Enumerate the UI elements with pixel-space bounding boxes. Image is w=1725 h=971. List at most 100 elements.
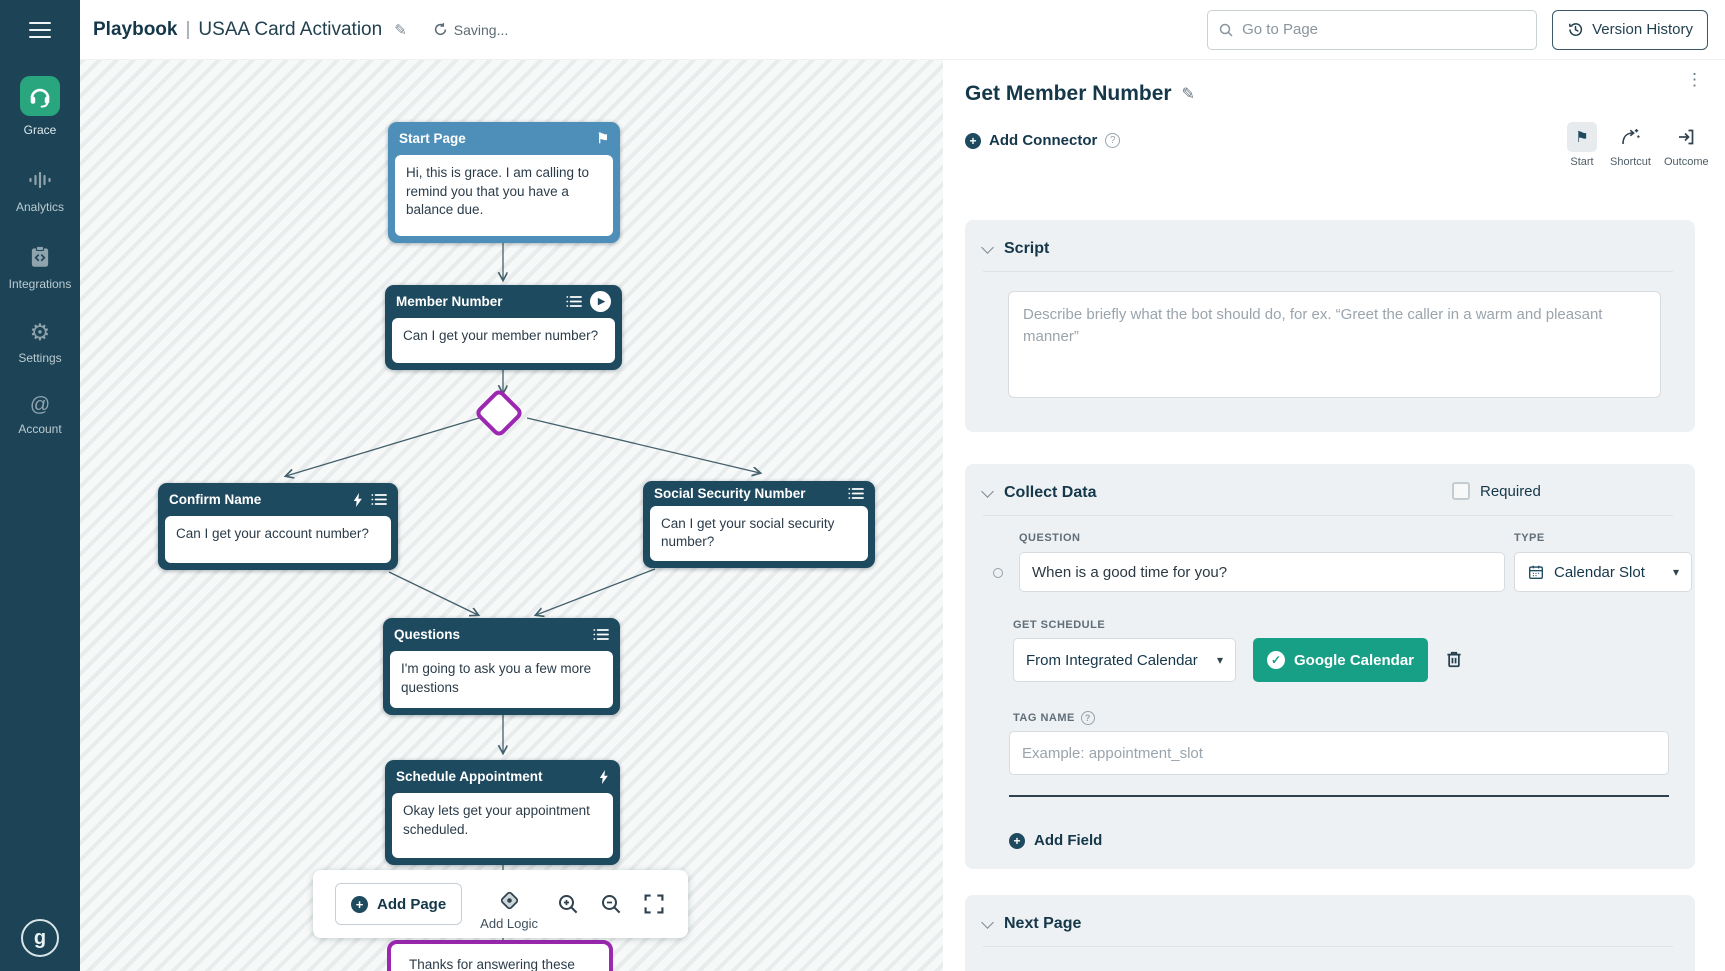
next-page-section: Next Page [965,895,1695,971]
trash-icon[interactable] [1443,648,1465,670]
node-schedule-appointment[interactable]: Schedule Appointment Okay lets get your … [385,760,620,865]
caret-down-icon: ▾ [1672,565,1679,579]
edit-title-icon[interactable]: ✎ [394,21,407,39]
search-icon [1218,22,1234,38]
sidebar-item-settings[interactable]: ⚙ Settings [18,319,62,366]
zoom-in-button[interactable] [556,892,581,917]
sidebar-item-label: Settings [18,351,62,365]
top-bar-right: Version History [1207,9,1708,50]
node-header: Confirm Name [158,483,398,516]
title-separator: | [185,18,191,40]
help-icon[interactable]: ? [1080,711,1095,725]
google-calendar-label: Google Calendar [1293,651,1415,669]
add-page-button[interactable]: + Add Page [335,883,463,925]
node-social-security-number[interactable]: Social Security Number Can I get your so… [643,481,875,568]
check-circle-icon: ✓ [1266,651,1285,669]
tag-name-input[interactable] [1009,731,1669,775]
node-header: Questions [383,618,620,651]
node-title: Start Page [399,131,466,146]
plus-glyph: + [969,133,977,148]
question-input[interactable] [1019,552,1505,592]
node-start-page[interactable]: Start Page ⚑ Hi, this is grace. I am cal… [388,122,620,243]
help-icon[interactable]: ? [1105,133,1121,148]
node-script-text: Hi, this is grace. I am calling to remin… [395,155,613,236]
sidebar-item-label: Integrations [8,277,72,291]
check-glyph: ✓ [1270,653,1282,667]
canvas-toolbar: + Add Page Add Logic [313,870,688,938]
playlist-icon [371,493,387,506]
gear-icon: ⚙ [29,319,51,345]
node-script-text: Okay lets get your appointment scheduled… [392,793,613,858]
script-section: Script [965,220,1695,432]
sidebar-item-label: Grace [23,123,57,137]
node-questions[interactable]: Questions I'm going to ask you a few mor… [383,618,620,715]
node-script-text: Can I get your member number? [392,318,615,363]
grace-tile [20,76,60,116]
add-page-label: Add Page [377,895,447,913]
node-header: Member Number ▶ [385,285,622,318]
sidebar-item-label: Account [18,422,62,436]
page-title: Get Member Number [965,82,1172,105]
schedule-value: From Integrated Calendar [1026,651,1198,669]
search-input[interactable] [1242,21,1527,38]
get-schedule-select[interactable]: From Integrated Calendar ▾ [1013,638,1236,682]
play-icon[interactable]: ▶ [590,291,611,312]
outcome-action[interactable]: Outcome [1664,122,1709,168]
drag-handle[interactable] [993,568,1003,578]
version-history-button[interactable]: Version History [1552,9,1708,50]
add-logic-button[interactable]: Add Logic [480,887,538,931]
next-page-section-title: Next Page [1004,915,1082,932]
type-select[interactable]: Calendar Slot ▾ [1514,552,1692,592]
calendar-icon [1527,563,1545,581]
zoom-out-button[interactable] [599,892,624,917]
node-title: Social Security Number [654,485,806,501]
node-member-number[interactable]: Member Number ▶ Can I get your member nu… [385,285,622,370]
version-history-label: Version History [1592,21,1693,38]
start-flag-icon: ⚑ [596,130,609,146]
add-connector-label: Add Connector [989,132,1098,149]
sidebar: Grace Analytics [0,0,80,971]
chevron-down-icon[interactable] [981,915,994,929]
saving-text: Saving... [453,21,509,38]
node-thanks-selected[interactable]: Thanks for answering these [387,940,613,971]
go-to-page-search[interactable] [1207,9,1538,50]
node-confirm-name[interactable]: Confirm Name Can I get your account numb… [158,483,398,570]
sidebar-item-integrations[interactable]: Integrations [8,244,72,291]
sidebar-item-analytics[interactable]: Analytics [16,167,64,214]
add-connector-button[interactable]: + Add Connector ? [965,132,1121,149]
edit-page-title-icon[interactable]: ✎ [1181,86,1195,103]
shortcut-action-label: Shortcut [1610,156,1651,168]
type-label: TYPE [1514,532,1545,544]
flow-canvas[interactable]: Start Page ⚑ Hi, this is grace. I am cal… [80,60,943,971]
node-script-text: Can I get your social security number? [650,505,868,561]
get-schedule-label: GET SCHEDULE [1013,619,1106,631]
sidebar-item-grace[interactable]: Grace [20,76,60,137]
outcome-action-label: Outcome [1663,156,1709,168]
start-action[interactable]: ⚑ Start [1567,122,1597,168]
plus-circle-icon: + [1009,832,1025,849]
chevron-down-icon[interactable] [981,240,994,254]
required-checkbox[interactable] [1452,482,1470,500]
fullscreen-button[interactable] [642,892,666,916]
add-field-button[interactable]: + Add Field [1009,832,1102,849]
saving-status: Saving... [433,22,508,38]
playlist-icon [593,628,609,641]
node-header: Schedule Appointment [385,760,620,793]
playlist-icon [848,487,864,500]
brand-logo-icon[interactable]: g [21,919,59,957]
shortcut-action[interactable]: Shortcut [1610,122,1651,168]
bolt-icon [353,492,363,507]
play-glyph: ▶ [598,296,605,306]
add-field-label: Add Field [1034,832,1103,849]
hamburger-menu-icon[interactable] [0,0,80,60]
shortcut-icon [1615,122,1645,152]
google-calendar-button[interactable]: ✓ Google Calendar [1253,638,1428,682]
add-logic-label: Add Logic [480,916,538,931]
question-glyph: ? [1084,713,1091,723]
sidebar-item-account[interactable]: @ Account [18,395,61,436]
title-prefix: Playbook [93,18,178,40]
chevron-down-icon[interactable] [981,484,994,498]
kebab-menu-icon[interactable]: ⋮ [1686,70,1703,89]
playlist-icon [566,295,582,308]
script-textarea[interactable] [1008,291,1661,398]
